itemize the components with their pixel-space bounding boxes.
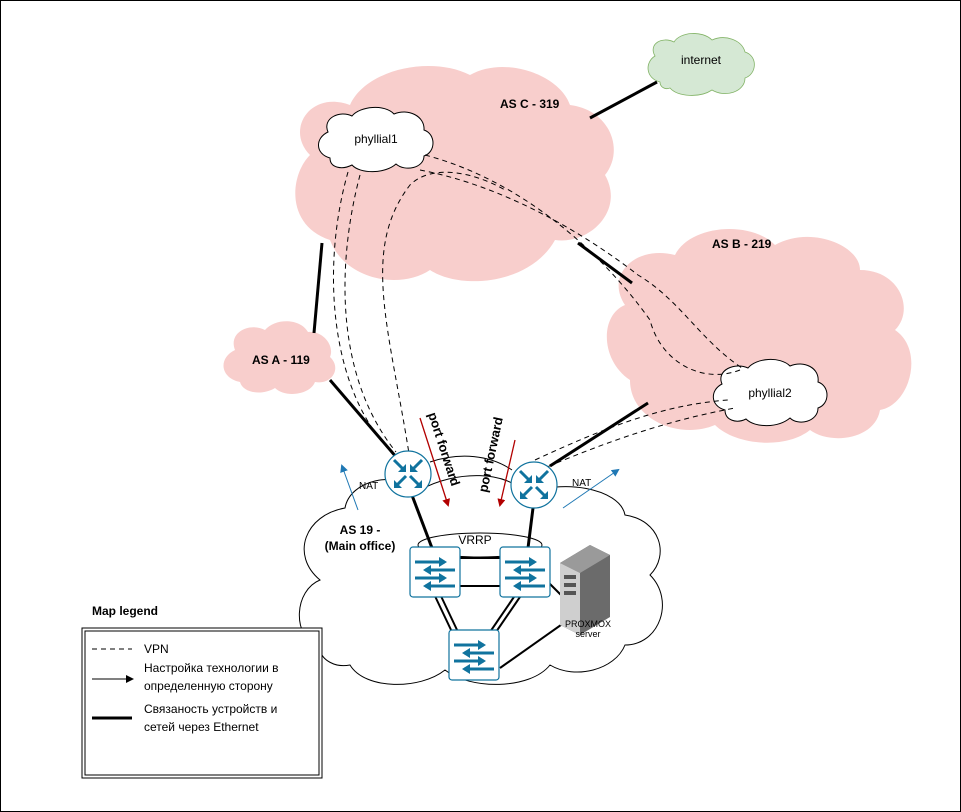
switch-left[interactable] [409,546,461,598]
link-asc-asb [577,241,633,285]
vpn-links [333,154,743,471]
server-label: PROXMOX [565,619,611,629]
as19-cloud [298,475,663,685]
server-sublabel: server [575,629,600,639]
nat-arrow-left [340,464,359,511]
as-c-cloud [295,66,614,282]
link-asa-router-left [328,379,399,459]
link-asc-asa [312,242,324,334]
legend-arrow-label-1: Настройка технологии в [144,661,279,675]
as-19-label: AS 19 - [340,523,381,537]
port-forward-arrow-left [419,417,450,507]
as-b-label: AS B - 219 [712,237,772,251]
nat-arrow-right [562,468,620,509]
internet-label: internet [681,53,722,67]
nat-label-left: NAT [359,481,378,492]
legend-arrow-label-2: определенную сторону [144,679,273,693]
legend-box: VPN Настройка технологии в определенную … [81,627,323,779]
phyllial2-label: phyllial2 [748,386,792,400]
as-b-cloud [606,228,912,443]
link-asc-internet [589,80,658,120]
legend-ethernet-label-1: Связаность устройств и [144,702,277,716]
router-right[interactable] [510,461,558,509]
legend-vpn-label: VPN [144,642,169,656]
legend-title: Map legend [92,604,158,618]
phyllial1-label: phyllial1 [354,132,398,146]
link-swr-swb-b [495,593,523,633]
link-swl-swb-a [433,593,453,633]
router-left[interactable] [384,450,432,498]
phyllial2-cloud [712,359,828,427]
as-c-label: AS C - 319 [500,97,560,111]
as-a-cloud [223,321,336,394]
link-asb-router-right [549,401,649,468]
internet-cloud [647,33,755,96]
switch-bottom[interactable] [448,629,500,681]
link-routers [429,455,513,471]
phyllial1-cloud [318,107,434,173]
link-swr-swb-a [489,593,517,633]
port-forward-arrow-right [497,439,516,507]
nat-label-right: NAT [572,478,591,489]
link-swl-swb-b [439,593,459,633]
vrrp-label: VRRP [458,533,491,547]
server-icon[interactable] [560,545,610,635]
as-a-label: AS A - 119 [252,353,310,367]
legend-ethernet-label-2: сетей через Ethernet [144,720,259,734]
link-router-right-switch-right [526,507,535,549]
link-swb-server [499,619,569,669]
switch-right[interactable] [499,546,551,598]
vrrp-ellipse [417,532,543,558]
as-19-sublabel: (Main office) [325,539,396,553]
